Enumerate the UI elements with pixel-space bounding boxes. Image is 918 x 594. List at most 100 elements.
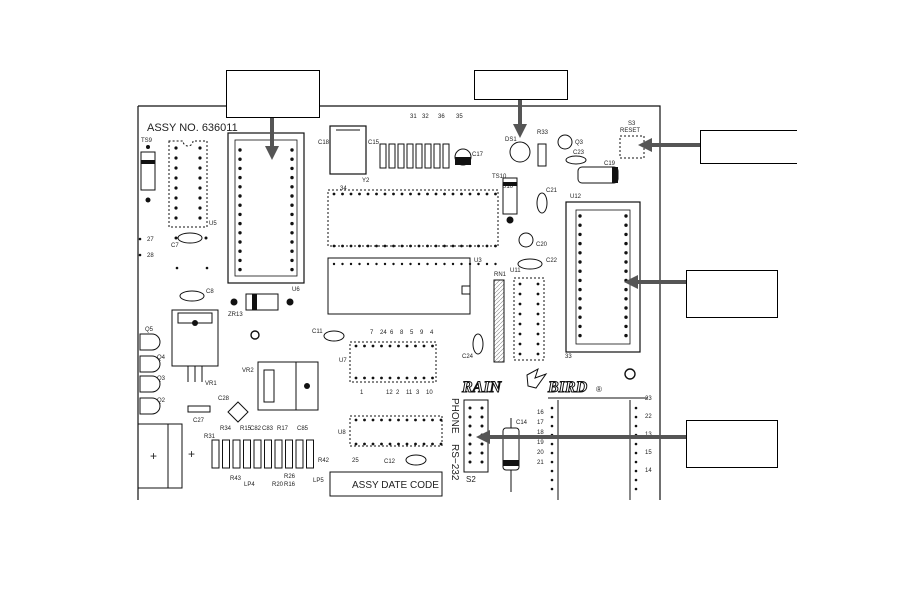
pin-pad <box>388 442 392 446</box>
pin-pad <box>383 192 387 196</box>
pin-pad <box>383 244 387 248</box>
pin-pad <box>439 418 443 422</box>
pin-pad <box>624 315 628 319</box>
q3-left-label: Q3 <box>157 376 166 382</box>
ts10-fuse: TS10 <box>492 174 518 224</box>
pin-pad <box>578 251 582 255</box>
pin-pad <box>460 244 463 248</box>
u12-label: U12 <box>570 194 582 200</box>
brand-left: RAIN <box>461 379 503 396</box>
resistor <box>253 439 262 469</box>
pin-pad <box>480 451 484 455</box>
pin-pad <box>624 297 628 301</box>
pin-pad <box>198 206 202 210</box>
pin-pad <box>238 166 242 171</box>
pin-pad <box>290 166 294 171</box>
pin-pad <box>290 240 294 244</box>
r42-label: R42 <box>318 458 330 464</box>
terminal-label: 20 <box>537 450 544 456</box>
u7-top-pin-label: 7 <box>370 330 374 336</box>
pin-pad <box>578 324 582 329</box>
pin-pad <box>366 192 370 196</box>
pin-pad <box>238 157 242 161</box>
pin-pad <box>518 322 522 326</box>
date-code-label: ASSY DATE CODE <box>352 480 439 491</box>
pin-pad <box>349 192 353 196</box>
r15-label: R15 <box>240 426 252 432</box>
pin-pad <box>536 302 540 306</box>
pin-pad <box>536 332 540 336</box>
terminal-pad <box>634 478 638 482</box>
c15-resistor-array: C15 31 32 36 35 <box>368 114 463 146</box>
pin-pad <box>198 166 202 170</box>
callout-right-bottom <box>686 420 778 468</box>
phone-label: PHONE <box>449 398 460 434</box>
pin-pad <box>414 376 417 380</box>
pin-pad <box>477 244 480 248</box>
terminal-pad <box>634 451 638 455</box>
terminal-pad <box>634 424 638 428</box>
c85-label: C85 <box>297 426 309 432</box>
pin-pad <box>578 232 582 237</box>
pin-pad <box>371 442 375 446</box>
pin-pad <box>426 262 429 266</box>
r43-label: R43 <box>230 476 242 482</box>
pin-pad <box>624 287 628 292</box>
pin-pad <box>422 344 426 348</box>
arrow-top-center <box>513 98 527 138</box>
pin-pad <box>468 451 472 455</box>
pin-pad <box>578 223 582 227</box>
pin-pad <box>174 216 178 220</box>
pin-pad <box>624 251 628 255</box>
pin-pad <box>375 192 378 196</box>
pin-pad <box>174 206 178 210</box>
u7-top-pin-label: 9 <box>420 330 424 336</box>
pin-pad <box>477 192 480 196</box>
pin-pad <box>518 302 522 306</box>
pin-pad <box>238 221 242 226</box>
pin-pad <box>388 376 392 380</box>
pin-pad <box>341 192 344 196</box>
pin-pad <box>198 156 202 160</box>
pin-pad <box>380 442 383 446</box>
pin-pad <box>238 249 242 253</box>
pin-pad <box>380 418 383 422</box>
pin-pad <box>417 262 421 266</box>
pin-pad <box>431 442 434 446</box>
u7-bottom-pin-label: 10 <box>426 390 433 396</box>
pin-pad <box>624 241 628 246</box>
r33-label: R33 <box>537 130 549 136</box>
pin-pad <box>388 344 392 348</box>
pin-pad <box>536 342 540 346</box>
pin-pad <box>366 262 370 266</box>
q3-transistor: Q3 <box>557 134 584 150</box>
pin-pad <box>198 176 202 180</box>
pin-pad <box>238 203 242 207</box>
pin-pad <box>624 333 628 338</box>
u7-top-pin-label: 24 <box>380 330 387 336</box>
pin-pad <box>238 240 242 244</box>
c23-capacitor: C23 <box>565 150 587 165</box>
pin-pad <box>518 312 522 316</box>
c27-label: C27 <box>193 418 205 424</box>
pin-pad <box>290 231 294 235</box>
pin-pad <box>349 262 353 266</box>
u5-label: U5 <box>209 221 217 227</box>
pin-pad <box>332 262 336 266</box>
pin-pad <box>414 442 417 446</box>
rn1-network: RN1 <box>493 272 507 363</box>
vr2-label: VR2 <box>242 368 254 374</box>
terminal-strip <box>548 397 648 500</box>
pin-31-label: 31 <box>410 114 417 120</box>
c17-label: C17 <box>472 152 484 158</box>
ds1-label: DS1 <box>505 137 517 143</box>
pin-pad <box>405 376 409 380</box>
pin-pad <box>434 244 438 248</box>
pin-pad <box>397 344 400 348</box>
c24-capacitor: C24 <box>462 333 484 360</box>
pin-pad <box>290 194 294 198</box>
pin-pad <box>238 175 242 180</box>
u11-label: U11 <box>510 268 521 274</box>
terminal-label: 23 <box>645 396 652 402</box>
pin-pad <box>460 192 463 196</box>
